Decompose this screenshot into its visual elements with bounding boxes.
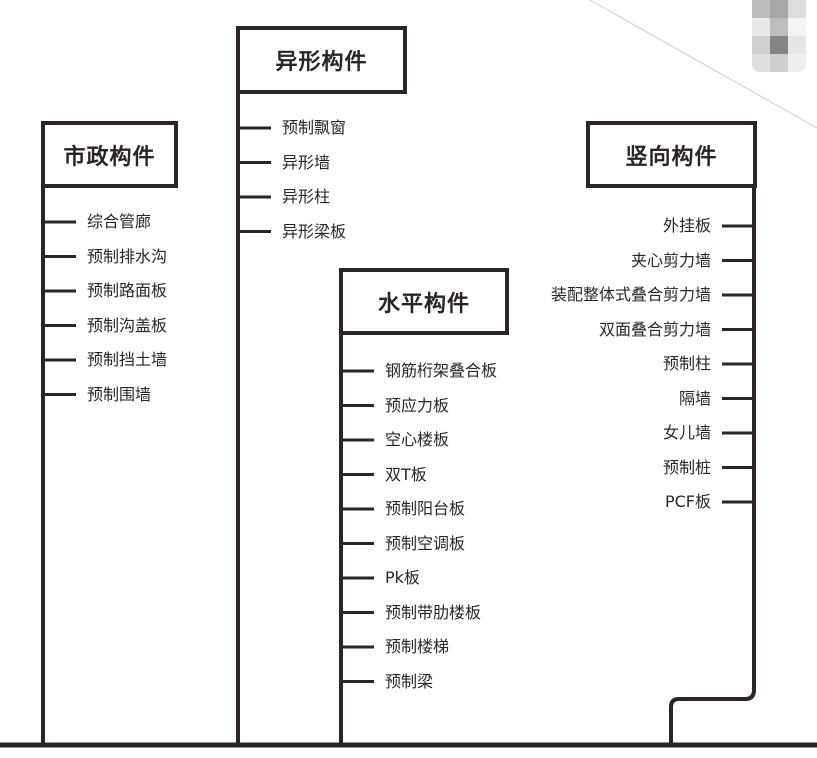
vertical-item: 装配整体式叠合剪力墙 [550, 285, 711, 304]
irregular-item: 异形柱 [282, 187, 331, 206]
vertical-stem [669, 187, 756, 745]
vertical-item: 双面叠合剪力墙 [598, 319, 711, 339]
municipal-title-box: 市政构件 [41, 121, 178, 188]
municipal-item: 预制排水沟 [87, 246, 168, 266]
irregular-title-box: 异形构件 [236, 26, 407, 94]
vertical-title-box: 竖向构件 [586, 121, 757, 188]
horizontal-item: 空心楼板 [385, 430, 450, 449]
horizontal-item: 预制楼梯 [385, 637, 450, 656]
blurred-logo [752, 0, 806, 72]
municipal-item: 预制路面板 [87, 281, 168, 300]
horizontal-item: 预应力板 [385, 395, 450, 415]
vertical-item: 夹心剪力墙 [630, 250, 711, 270]
diagonal-decor-line [589, 0, 817, 129]
horizontal-item: 预制带肋楼板 [385, 602, 482, 622]
horizontal-item: 预制阳台板 [385, 499, 466, 518]
horizontal-title-box: 水平构件 [339, 268, 509, 335]
vertical-item: 隔墙 [678, 388, 711, 408]
horizontal-item: 预制梁 [385, 671, 434, 691]
municipal-item: 预制沟盖板 [87, 315, 168, 335]
vertical-item: 预制柱 [662, 354, 711, 373]
municipal-item: 预制围墙 [87, 384, 152, 404]
irregular-item: 异形梁板 [282, 221, 347, 241]
municipal-item: 综合管廊 [87, 212, 152, 231]
irregular-item: 预制飘窗 [282, 118, 347, 137]
horizontal-item: 双T板 [385, 464, 427, 484]
vertical-item: 外挂板 [662, 216, 711, 235]
irregular-item: 异形墙 [282, 152, 331, 172]
horizontal-item: 钢筋桁架叠合板 [385, 361, 498, 380]
municipal-item: 预制挡土墙 [87, 350, 168, 369]
horizontal-item: Pk板 [385, 568, 420, 587]
vertical-item: 预制桩 [662, 457, 711, 477]
vertical-item: 女儿墙 [662, 423, 711, 442]
vertical-item: PCF板 [664, 492, 711, 511]
horizontal-item: 预制空调板 [385, 533, 466, 553]
